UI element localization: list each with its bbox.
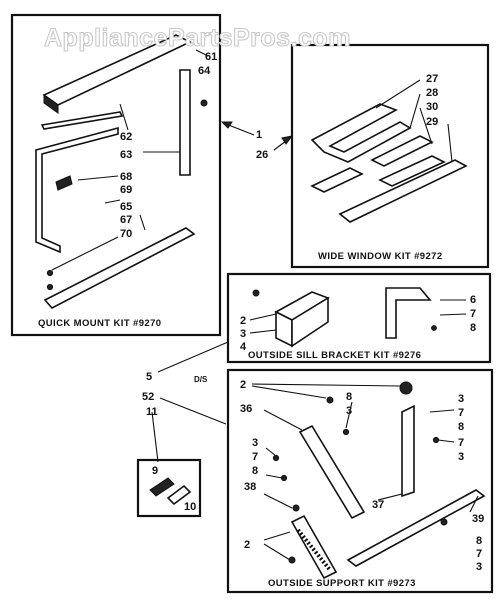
callout-5: 5 (146, 371, 152, 383)
callout-sup-r3a: 3 (458, 393, 464, 405)
sill-nut (431, 325, 437, 331)
quick-mount-kit-panel: 61 64 62 63 68 69 65 67 70 QUICK MOUNT K… (10, 13, 222, 337)
left-callouts: 5 D/S 52 11 (142, 341, 229, 463)
top-rail-end (43, 94, 59, 114)
window-frame-part (35, 126, 119, 254)
angle-rail-part (338, 159, 468, 223)
sill-screw (252, 289, 260, 297)
latch-part (55, 175, 73, 191)
callout-30: 30 (426, 101, 438, 113)
bottom-rail-part (43, 227, 196, 310)
bolt-r8 (440, 518, 448, 526)
wide-window-kit-panel: 27 28 30 29 WIDE WINDOW KIT #9272 (290, 43, 490, 269)
callout-sup-r3c: 3 (476, 561, 482, 573)
callout-11: 11 (146, 406, 158, 418)
washer-70 (46, 283, 54, 291)
outside-sill-bracket-kit-frame (226, 272, 492, 364)
block-left-part (310, 167, 364, 193)
callout-sill-8: 8 (470, 322, 476, 334)
screw-64 (200, 99, 208, 107)
wide-window-kit-frame (290, 43, 490, 269)
nut-3a (342, 428, 350, 436)
callout-sup-38: 38 (244, 481, 256, 493)
callout-61: 61 (205, 51, 217, 63)
callout-29: 29 (426, 116, 438, 128)
callout-10: 10 (184, 501, 196, 513)
callout-sup-8a: 8 (346, 391, 352, 403)
callout-sup-36: 36 (240, 403, 252, 415)
screw-70 (46, 269, 54, 277)
clip-part-10 (166, 484, 192, 506)
callout-sill-2: 2 (240, 315, 246, 327)
washer-r7 (432, 436, 440, 444)
wide-window-kit-label: WIDE WINDOW KIT #9272 (318, 251, 443, 262)
callout-sup-r7b: 7 (458, 437, 464, 449)
foam-strip-part (370, 135, 434, 167)
outside-support-kit-label: OUTSIDE SUPPORT KIT #9273 (268, 578, 416, 589)
callout-sup-37: 37 (372, 499, 384, 511)
callout-sup-8b: 8 (252, 465, 258, 477)
callout-62: 62 (120, 131, 132, 143)
callout-sup-r8a: 8 (458, 421, 464, 433)
seal-strip-part (40, 111, 124, 130)
outside-support-kit-frame (226, 368, 494, 594)
callout-sill-7: 7 (470, 308, 476, 320)
outside-sill-bracket-kit-panel: 2 3 4 6 7 8 OUTSIDE SILL BRACKET KIT #92… (226, 272, 492, 364)
callout-sup-r8c: 8 (476, 535, 482, 547)
clip-kit-frame (136, 458, 202, 518)
clip-part-9 (149, 477, 175, 497)
kit-connectors: 1 26 (220, 121, 294, 161)
callout-sill-3: 3 (240, 328, 246, 340)
callout-sup-r3b: 3 (458, 451, 464, 463)
sill-block-side (291, 296, 329, 348)
quick-mount-kit-label: QUICK MOUNT KIT #9270 (38, 318, 161, 329)
spring-clip-part (399, 381, 413, 395)
callout-70: 70 (120, 228, 132, 240)
callout-sill-6: 6 (470, 294, 476, 306)
callout-sup-3b: 3 (252, 437, 258, 449)
callout-ds: D/S (194, 375, 208, 384)
callout-sup-r7a: 7 (458, 407, 464, 419)
support-leg-part (290, 514, 338, 580)
callout-9: 9 (152, 465, 158, 477)
clip-kit-box: 9 10 (136, 458, 202, 518)
washer-7a (272, 454, 280, 462)
callout-69: 69 (120, 184, 132, 196)
u-channel-part (310, 103, 412, 163)
callout-63: 63 (120, 149, 132, 161)
callout-52: 52 (142, 391, 154, 403)
block-right-part (378, 155, 446, 187)
bolt-38 (292, 504, 300, 512)
callout-27: 27 (426, 73, 438, 85)
watermark: AppliancePartsPros.com (44, 24, 351, 52)
nut-8b (280, 474, 288, 482)
screw-2a (326, 396, 334, 404)
callout-64: 64 (198, 65, 211, 77)
outside-support-kit-panel: 2 36 8 3 3 7 8 38 3 7 8 7 3 37 2 39 8 7 … (226, 368, 494, 594)
callout-65: 65 (120, 201, 132, 213)
callout-sup-r7c: 7 (476, 548, 482, 560)
callout-28: 28 (426, 87, 438, 99)
quick-mount-kit-frame (10, 13, 222, 337)
vertical-channel-part (401, 404, 415, 498)
diagonal-strut-part (298, 424, 366, 520)
callout-sup-2b: 2 (244, 539, 250, 551)
callout-sill-4: 4 (240, 341, 247, 353)
callout-67: 67 (120, 214, 132, 226)
callout-sup-2a: 2 (240, 379, 246, 391)
outside-sill-bracket-kit-label: OUTSIDE SILL BRACKET KIT #9276 (248, 350, 421, 361)
callout-sup-7a: 7 (252, 451, 258, 463)
callout-68: 68 (120, 171, 132, 183)
sill-bracket-part (385, 287, 432, 339)
callout-sup-3a: 3 (346, 405, 352, 417)
callout-1: 1 (256, 129, 262, 141)
callout-sup-39: 39 (472, 513, 484, 525)
side-post-part (179, 69, 191, 176)
long-rail-part (346, 489, 486, 567)
callout-26: 26 (256, 149, 268, 161)
